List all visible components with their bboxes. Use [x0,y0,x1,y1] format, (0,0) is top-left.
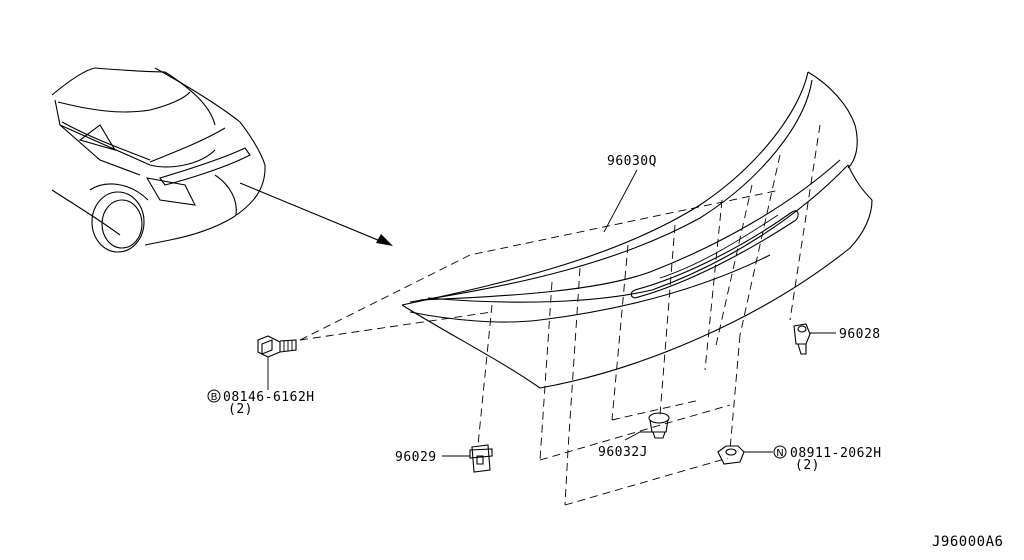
car-rear-overview [51,67,266,253]
grommet-part [624,412,670,441]
nut-prefix-symbol: N [776,448,783,459]
clip-left-part-number: 96029 [395,450,437,465]
grommet-part-number: 96032J [598,445,648,460]
bolt-part-number: 08146-6162H [223,390,315,405]
nut-part-number: 08911-2062H [790,446,882,461]
bolt-prefix-symbol: B [211,392,218,403]
diagram-id: J96000A6 [932,534,1003,550]
nut-part [717,445,773,465]
clip-left-part [442,444,493,473]
pointer-arrow [239,182,393,246]
bolt-quantity: (2) [228,402,253,417]
bolt-callout: B 08146-6162H (2) [207,389,315,417]
spoiler-leader [603,169,638,233]
alignment-dashes [299,124,821,506]
spoiler-part-number: 96030Q [607,154,657,169]
nut-callout: N 08911-2062H (2) [773,445,882,473]
clip-right-part [793,323,836,355]
nut-quantity: (2) [795,458,820,473]
rear-spoiler-drawing [401,71,873,389]
bolt-part [257,335,297,390]
clip-right-part-number: 96028 [839,327,881,342]
